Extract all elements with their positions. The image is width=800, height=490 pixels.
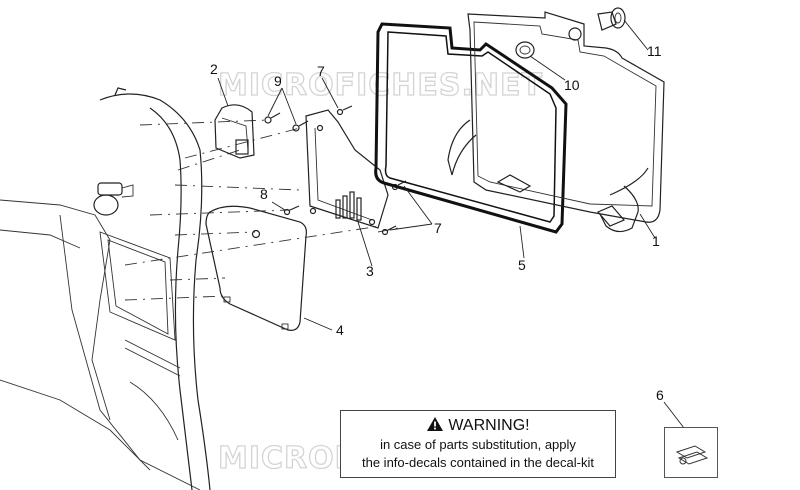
part-1-compartment	[447, 11, 665, 233]
vehicle-body	[0, 87, 211, 490]
part-11-plug	[597, 7, 626, 31]
callout-3: 3	[366, 263, 374, 279]
callout-9: 9	[274, 73, 282, 89]
callout-numbers: 1 2 3 4 5 6 7 7 8 9 10 11	[210, 43, 664, 403]
warning-line-2: the info-decals contained in the decal-k…	[362, 455, 594, 470]
callout-11: 11	[647, 43, 662, 59]
part-4-cover	[205, 205, 307, 331]
part-8-screw	[283, 205, 300, 216]
warning-line-1: in case of parts substitution, apply	[380, 437, 576, 452]
callout-7-right: 7	[434, 220, 442, 236]
callout-5: 5	[518, 257, 526, 273]
callout-2: 2	[210, 61, 218, 77]
decal-kit-icon	[675, 445, 709, 465]
part-2-bracket	[214, 104, 255, 159]
callout-1: 1	[652, 233, 660, 249]
callout-7-top: 7	[317, 63, 325, 79]
assembly-lines	[124, 119, 399, 301]
leader-lines	[217, 19, 685, 429]
part-10-grommet	[515, 27, 582, 59]
watermark-top: MICROFICHES.NET	[218, 68, 543, 103]
part-5-seal	[374, 22, 568, 234]
warning-icon	[427, 417, 444, 431]
part-6-decal-kit	[664, 427, 718, 478]
part-3-plate	[305, 109, 389, 229]
part-9-screws	[264, 112, 309, 132]
callout-4: 4	[336, 322, 344, 338]
callout-10: 10	[564, 77, 580, 93]
warning-title: WARNING!	[448, 417, 530, 434]
part-7-screws	[336, 105, 407, 236]
callout-8: 8	[260, 186, 268, 202]
callout-6: 6	[656, 387, 664, 403]
warning-notice: WARNING! in case of parts substitution, …	[340, 410, 616, 478]
